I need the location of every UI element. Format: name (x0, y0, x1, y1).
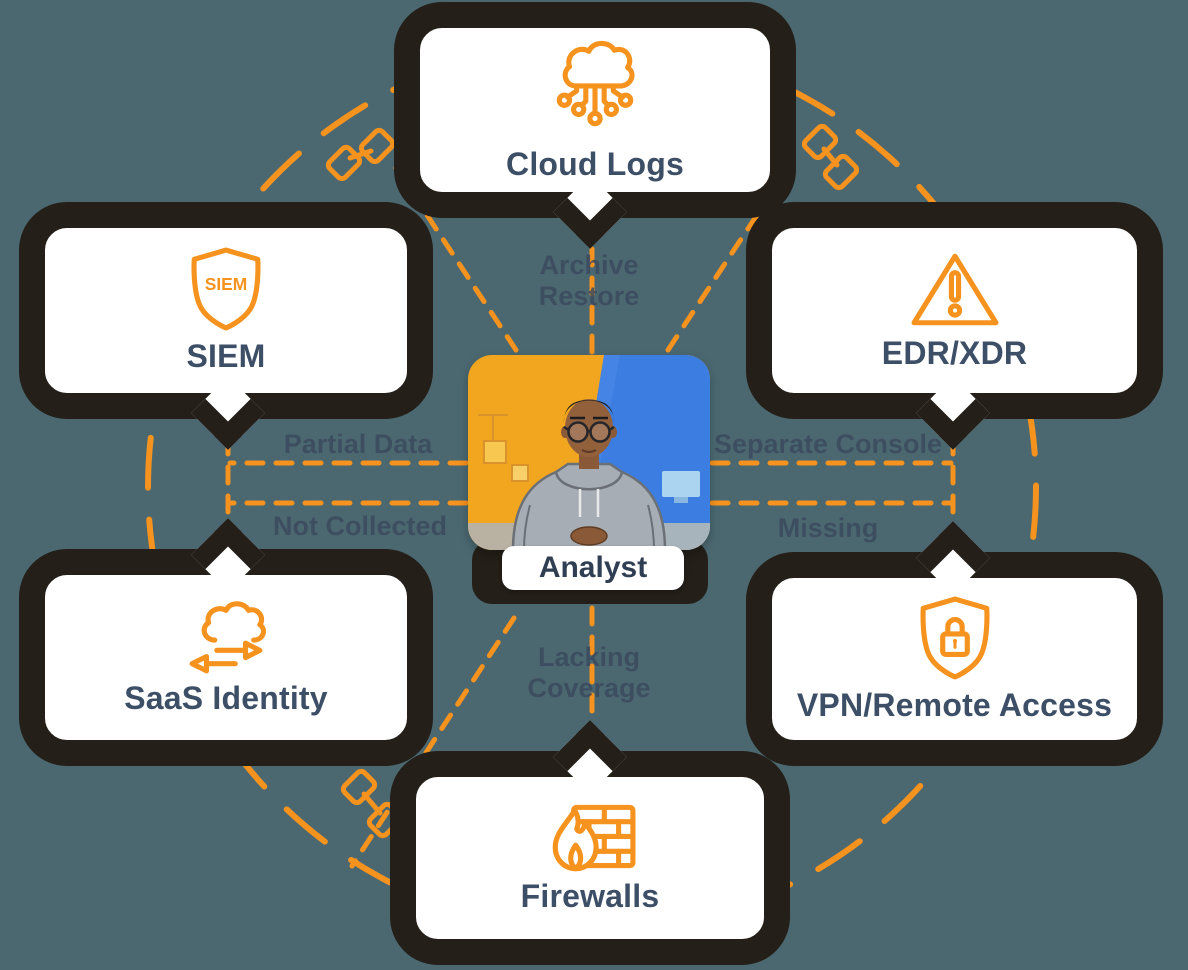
ray-lower-left (349, 615, 517, 869)
analyst-illustration (468, 355, 710, 550)
siem-badge-text: SIEM (205, 274, 248, 294)
node-edr-xdr: EDR/XDR (746, 202, 1163, 450)
node-label: Cloud Logs (506, 145, 684, 182)
cloud-circuit-icon (556, 40, 635, 126)
node-cloud-logs: Cloud Logs (394, 2, 796, 249)
node-label: EDR/XDR (881, 335, 1028, 371)
connector-label-missing: Missing (777, 513, 879, 543)
node-siem: SIEM SIEM (19, 202, 433, 450)
node-label: SaaS Identity (124, 680, 328, 716)
connector-label-lacking-coverage: Lacking Coverage (527, 642, 651, 703)
siem-shield-icon: SIEM (191, 247, 261, 331)
warning-triangle-icon (911, 253, 998, 326)
connector-label-partial-data: Partial Data (283, 429, 433, 459)
node-label: Firewalls (520, 877, 660, 914)
node-label: SIEM (186, 338, 266, 374)
node-firewalls: Firewalls (390, 720, 790, 965)
connector-label-not-collected: Not Collected (272, 511, 447, 541)
network-link-icon (325, 127, 396, 182)
connector-label-archive-restore: Archive Restore (538, 250, 640, 311)
connector-label-separate-console: Separate Console (713, 429, 943, 459)
network-link-icon (801, 123, 860, 191)
analyst-label: Analyst (538, 551, 648, 584)
node-vpn-remote-access: VPN/Remote Access (746, 521, 1163, 766)
node-label: VPN/Remote Access (796, 686, 1113, 723)
cloud-sync-icon (189, 601, 266, 674)
shield-lock-icon (920, 596, 989, 679)
firewall-flame-icon (552, 804, 636, 871)
analyst-label-pill: Analyst (502, 546, 684, 590)
analyst-portrait (468, 355, 710, 550)
node-saas-identity: SaaS Identity (19, 518, 433, 766)
